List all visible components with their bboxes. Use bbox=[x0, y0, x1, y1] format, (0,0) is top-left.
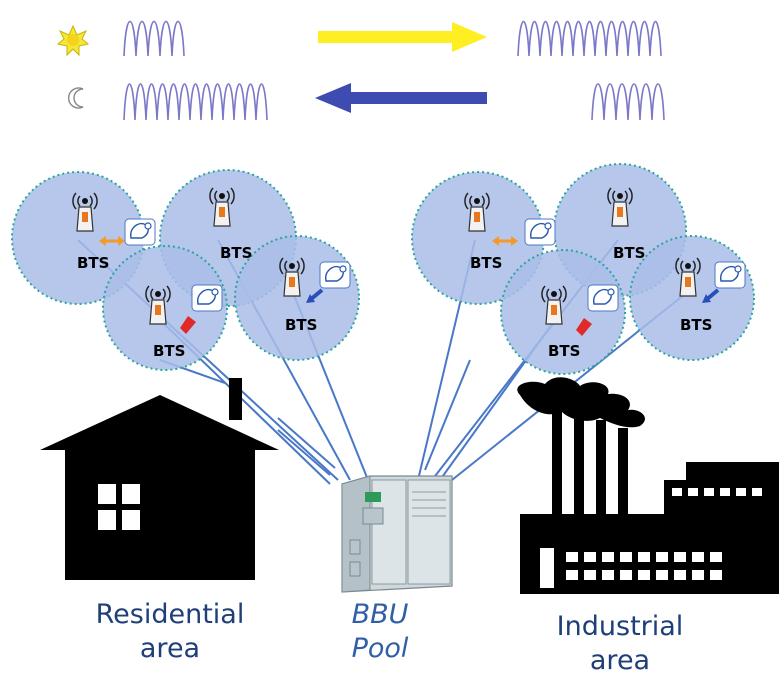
link-arrow-icon bbox=[576, 318, 592, 336]
bts-label: BTS bbox=[470, 254, 502, 272]
link-arrow-icon bbox=[180, 316, 196, 334]
link-arrow-icon bbox=[99, 236, 125, 246]
residential-label-line2: area bbox=[139, 632, 201, 664]
phone-icon bbox=[587, 284, 619, 312]
residential-towers: BTS BTS BTS BTS bbox=[72, 187, 351, 360]
moon-icon bbox=[67, 87, 84, 109]
industrial-area-label: Industrial area bbox=[520, 610, 720, 678]
bts-label: BTS bbox=[77, 254, 109, 272]
bts-label: BTS bbox=[680, 316, 712, 334]
night-arrow bbox=[315, 83, 487, 113]
cell-coverage bbox=[234, 235, 360, 361]
sun-icon bbox=[56, 24, 90, 57]
link-arrow-icon bbox=[492, 236, 518, 246]
link-arrow-icon bbox=[702, 288, 720, 303]
bbu-label-line2: Pool bbox=[351, 632, 409, 664]
bts-label: BTS bbox=[220, 244, 252, 262]
server-rack-icon bbox=[341, 475, 453, 593]
industrial-cells bbox=[411, 163, 755, 375]
industrial-towers: BTS BTS BTS BTS bbox=[464, 187, 746, 360]
night-residential-wave bbox=[123, 83, 268, 121]
residential-label-line1: Residential bbox=[95, 599, 245, 630]
phone-icon bbox=[714, 261, 746, 289]
house-icon bbox=[40, 378, 279, 580]
industrial-label-line2: area bbox=[589, 644, 651, 676]
residential-area-label: Residential area bbox=[70, 598, 270, 666]
phone-icon bbox=[524, 218, 556, 246]
phone-icon bbox=[124, 218, 156, 246]
residential-cells bbox=[11, 169, 360, 371]
bts-label: BTS bbox=[285, 316, 317, 334]
day-residential-wave bbox=[123, 20, 185, 57]
day-arrow bbox=[318, 22, 487, 52]
bts-label: BTS bbox=[613, 244, 645, 262]
link-arrow-icon bbox=[306, 288, 324, 303]
bts-label: BTS bbox=[153, 342, 185, 360]
traffic-panel bbox=[56, 20, 665, 121]
night-industrial-wave bbox=[591, 83, 665, 121]
bts-label: BTS bbox=[548, 342, 580, 360]
phone-icon bbox=[319, 261, 351, 289]
cell-coverage bbox=[629, 235, 755, 361]
bbu-label-line1: BBU bbox=[351, 599, 409, 630]
cell-coverage bbox=[500, 249, 626, 375]
phone-icon bbox=[191, 284, 223, 312]
bbu-pool-label: BBU Pool bbox=[320, 598, 440, 666]
factory-icon bbox=[517, 377, 779, 594]
day-industrial-wave bbox=[517, 20, 662, 57]
industrial-label-line1: Industrial bbox=[556, 611, 684, 642]
